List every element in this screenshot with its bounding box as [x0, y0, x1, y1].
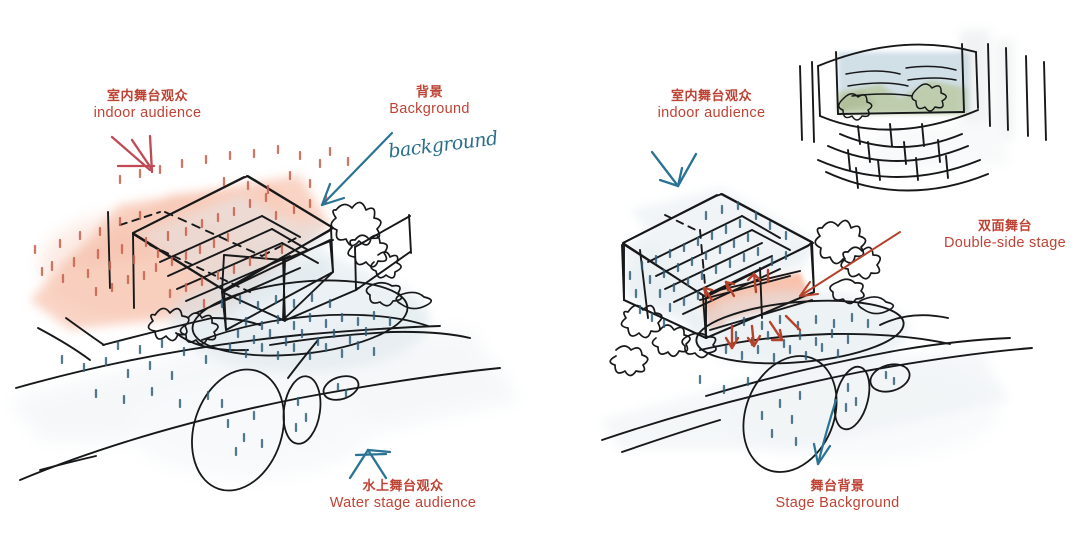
inset-interior-view: [799, 43, 1047, 192]
background-arrow: [320, 131, 394, 207]
right-indoor-audience-arrow: [650, 150, 698, 188]
label-background: 背景 Background: [342, 84, 517, 118]
left-indoor-audience-arrow: [110, 134, 156, 174]
label-indoor-audience-left: 室内舞台观众 indoor audience: [60, 88, 235, 122]
right-ground-wash: [720, 360, 1000, 460]
label-cn: 室内舞台观众: [670, 88, 752, 103]
annotation-arrows: [110, 131, 901, 480]
left-water-platforms: [191, 279, 429, 492]
label-stage-background: 舞台背景 Stage Background: [740, 478, 935, 512]
crowd-figures: [33, 144, 896, 457]
label-cn: 双面舞台: [977, 218, 1032, 233]
label-en: indoor audience: [93, 105, 202, 122]
label-cn: 室内舞台观众: [106, 88, 188, 103]
label-en: Stage Background: [775, 495, 900, 512]
label-en: indoor audience: [657, 105, 766, 122]
label-water-stage-audience: 水上舞台观众 Water stage audience: [288, 478, 518, 512]
right-water-platforms: [742, 355, 911, 473]
label-en: Double-side stage: [944, 235, 1066, 252]
right-pavilion-structure: [621, 193, 815, 339]
label-indoor-audience-right: 室内舞台观众 indoor audience: [624, 88, 799, 122]
label-en: Background: [389, 101, 470, 118]
stage-background-arrow: [812, 398, 838, 466]
stage-flow-arrows-up: [702, 268, 770, 302]
right-foliage: [609, 219, 895, 377]
double-side-stage-leader: [799, 231, 901, 297]
left-pavilion-structure: [107, 175, 412, 331]
stage-flow-arrows-down: [724, 314, 802, 350]
inset-view-washes: [838, 30, 1014, 172]
label-cn: 舞台背景: [810, 478, 865, 493]
water-stage-audience-arrow: [348, 448, 392, 480]
label-cn: 水上舞台观众: [362, 478, 444, 493]
left-terrain: [15, 317, 501, 481]
left-ground-wash: [10, 330, 520, 478]
label-double-side-stage: 双面舞台 Double-side stage: [930, 218, 1080, 252]
left-foliage: [147, 201, 433, 346]
label-cn: 背景: [415, 84, 443, 99]
label-en: Water stage audience: [329, 495, 477, 512]
